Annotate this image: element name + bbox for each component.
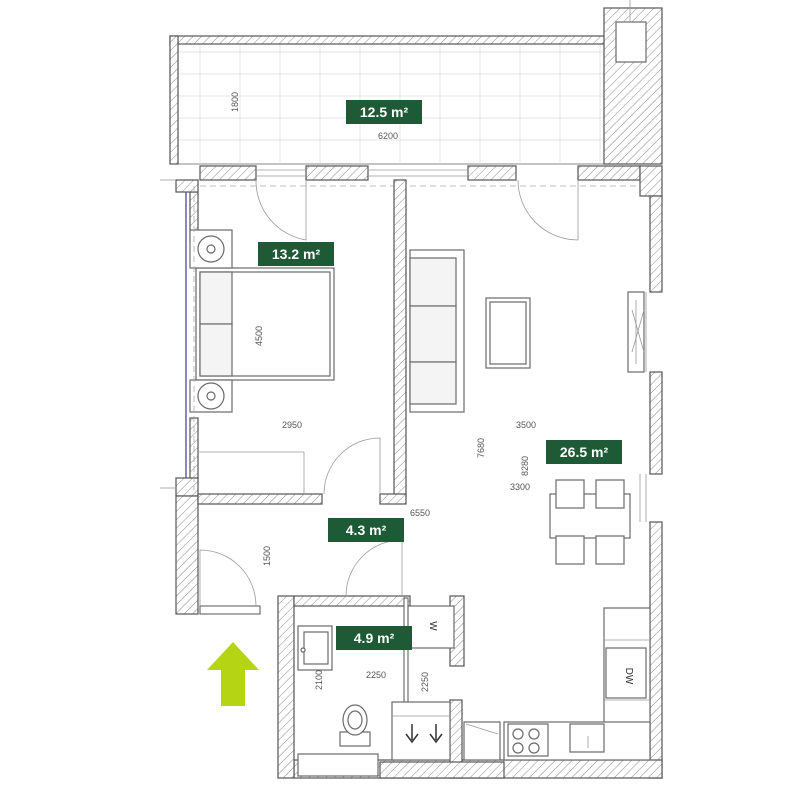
cooktop [507,723,549,757]
bedroom-area-text: 13.2 m² [272,246,321,262]
balcony-depth-dim: 1800 [230,92,240,112]
bed [195,267,335,381]
living-area-label: 26.5 m² [546,440,622,464]
dining-set [549,479,631,565]
bath-height-right-dim: 2250 [420,672,430,692]
entrance-arrow-icon [207,642,259,706]
balcony-area-label: 12.5 m² [346,100,422,124]
washer-label: W [427,621,438,631]
bath-width-dim: 2250 [366,670,386,680]
hall-area-label: 4.3 m² [328,518,404,542]
bath-height-left-dim: 2100 [314,670,324,690]
nightstand-top [189,229,233,269]
hall-area-text: 4.3 m² [346,522,387,538]
living-length-a-dim: 7680 [476,438,486,458]
dishwasher: DW [605,647,647,699]
fridge [463,721,501,761]
tv-unit [627,291,645,373]
nightstand-bottom [189,379,233,413]
shower [391,701,451,761]
bath-cabinet [297,753,379,777]
washer: W [407,605,455,649]
bedroom-width-dim: 2950 [282,420,302,430]
toilet [339,704,371,747]
living-area-text: 26.5 m² [560,444,609,460]
bath-sink [297,625,333,671]
sofa [409,249,465,413]
bathroom-area-label: 4.9 m² [336,626,412,650]
doors [198,179,579,607]
coffee-table [485,297,531,369]
hall-depth-dim: 1500 [262,546,272,566]
balcony [169,0,663,187]
living-width-dim: 3500 [516,420,536,430]
living-kitchen-width-dim: 3300 [510,482,530,492]
balcony-area-text: 12.5 m² [360,104,409,120]
bedroom-length-dim: 4500 [254,326,264,346]
kitchen-sink [569,723,605,753]
bathroom-area-text: 4.9 m² [354,630,395,646]
interior-walls [197,179,505,779]
dishwasher-label: DW [623,668,634,685]
total-width-dim: 6550 [410,508,430,518]
living-length-b-dim: 8280 [520,456,530,476]
balcony-width-dim: 6200 [378,131,398,141]
bedroom-area-label: 13.2 m² [258,242,334,266]
